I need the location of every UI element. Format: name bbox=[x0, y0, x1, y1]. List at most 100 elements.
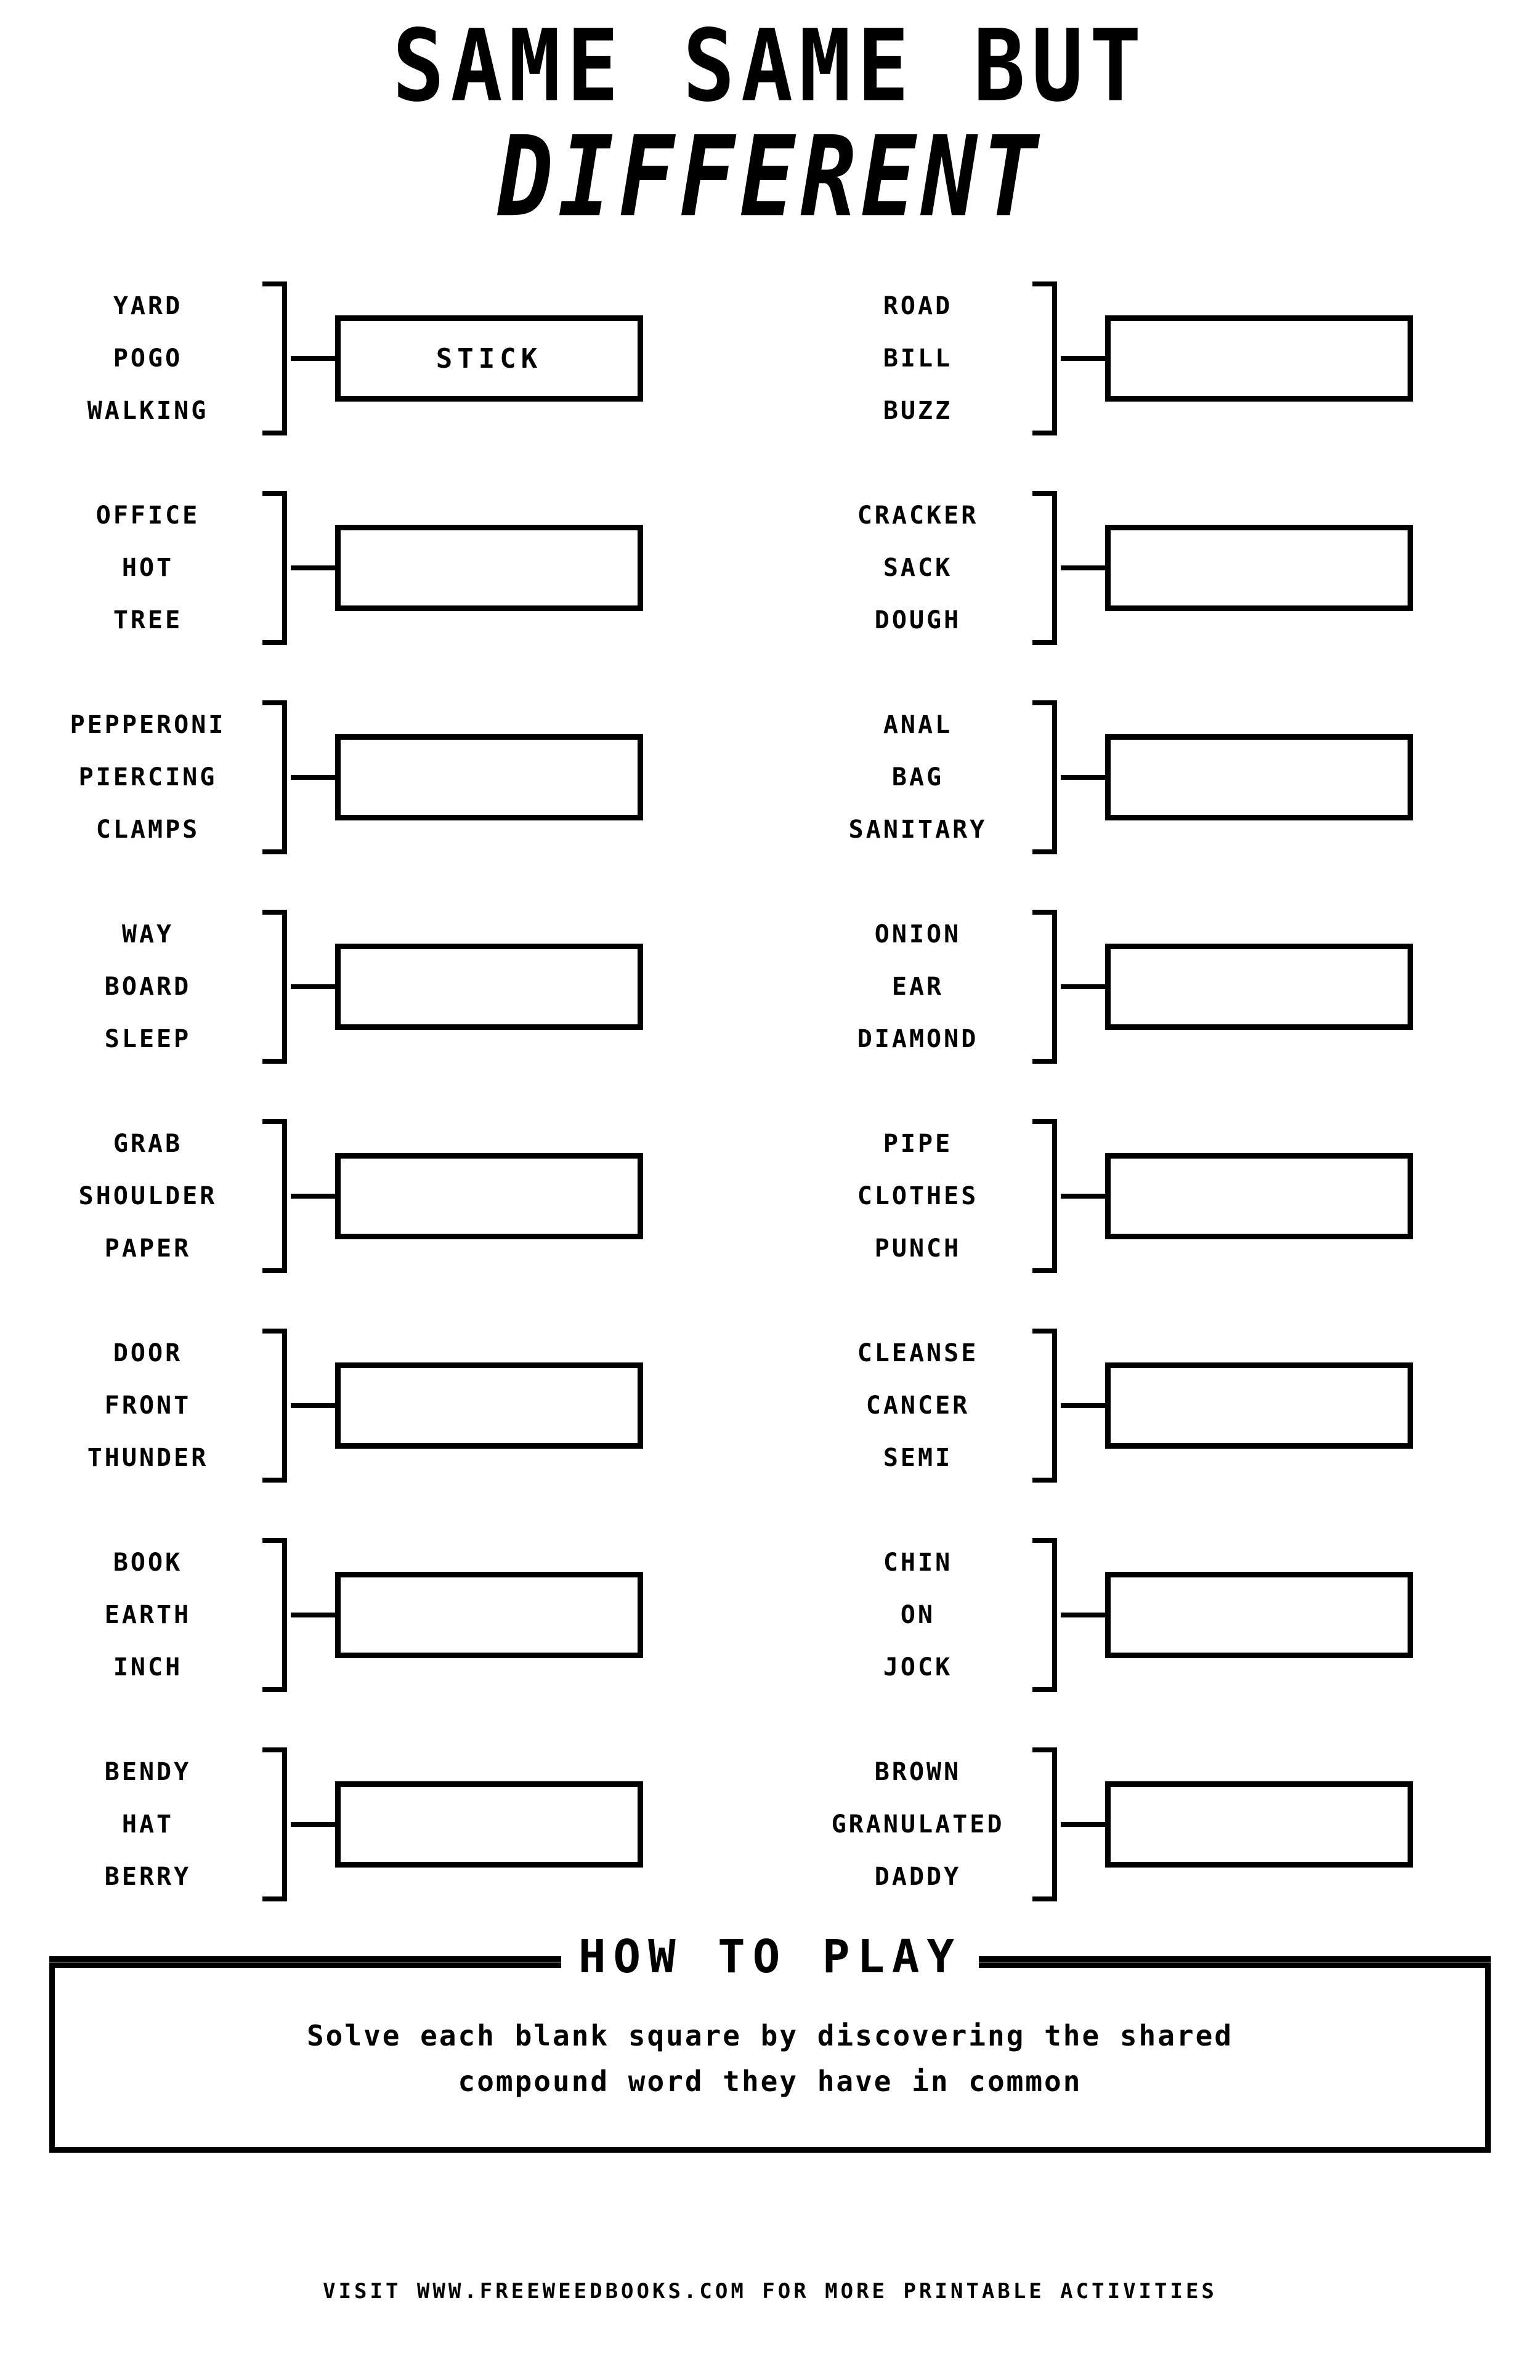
brace-vertical bbox=[1052, 1119, 1057, 1273]
clue-word: EAR bbox=[891, 972, 944, 1001]
clue-word: CLAMPS bbox=[95, 815, 200, 844]
clue-word: CLOTHES bbox=[857, 1181, 979, 1210]
clue-word: ONION bbox=[874, 920, 962, 949]
clue-word: BOOK bbox=[113, 1548, 183, 1577]
clue-word: HAT bbox=[121, 1810, 174, 1839]
brace-bracket bbox=[1032, 281, 1061, 435]
answer-box[interactable] bbox=[1105, 944, 1413, 1030]
brace-vertical bbox=[282, 1747, 287, 1901]
connector-line bbox=[1061, 775, 1105, 780]
connector-line bbox=[1061, 984, 1105, 989]
answer-box[interactable] bbox=[1105, 315, 1413, 402]
brace-vertical bbox=[1052, 910, 1057, 1064]
clue-word: SHOULDER bbox=[78, 1181, 217, 1210]
connector-line bbox=[1061, 356, 1105, 361]
answer-box[interactable] bbox=[1105, 1572, 1413, 1658]
answer-box[interactable] bbox=[335, 525, 643, 611]
clue-word: BAG bbox=[891, 763, 944, 791]
answer-box[interactable] bbox=[335, 1153, 643, 1239]
brace-bracket bbox=[1032, 1747, 1061, 1901]
brace-bracket bbox=[262, 700, 291, 854]
title-line-1: SAME SAME BUT bbox=[392, 9, 1148, 124]
brace-bracket bbox=[1032, 491, 1061, 645]
clue-word: SEMI bbox=[883, 1443, 953, 1472]
clue-word: OFFICE bbox=[95, 501, 200, 530]
brace-vertical bbox=[1052, 1538, 1057, 1692]
rule-right bbox=[979, 1956, 1491, 1962]
clue-word: BENDY bbox=[104, 1757, 192, 1786]
answer-box[interactable] bbox=[335, 1362, 643, 1449]
answer-box[interactable] bbox=[335, 944, 643, 1030]
clue-word: ROAD bbox=[883, 291, 953, 320]
connector-line bbox=[1061, 1403, 1105, 1408]
answer-box[interactable] bbox=[335, 1572, 643, 1658]
clue-word: TREE bbox=[113, 605, 183, 634]
clue-word: THUNDER bbox=[87, 1443, 209, 1472]
connector-line bbox=[1061, 1613, 1105, 1617]
how-to-play-heading-row: HOW TO PLAY bbox=[49, 1934, 1491, 1980]
brace-vertical bbox=[282, 1538, 287, 1692]
brace-vertical bbox=[1052, 491, 1057, 645]
how-to-play-box: Solve each blank square by discovering t… bbox=[49, 1962, 1491, 2153]
how-to-play-section: HOW TO PLAY Solve each blank square by d… bbox=[49, 1934, 1491, 2153]
answer-box[interactable] bbox=[335, 734, 643, 820]
puzzle-item: OFFICE HOT TREE bbox=[0, 463, 770, 673]
clue-word: HOT bbox=[121, 553, 174, 582]
answer-box[interactable] bbox=[1105, 1781, 1413, 1868]
answer-box[interactable] bbox=[1105, 1362, 1413, 1449]
connector-line bbox=[291, 984, 335, 989]
how-to-play-heading: HOW TO PLAY bbox=[561, 1934, 979, 1980]
brace-vertical bbox=[1052, 1329, 1057, 1483]
answer-box[interactable] bbox=[335, 1781, 643, 1868]
brace-bracket bbox=[262, 491, 291, 645]
answer-box[interactable]: STICK bbox=[335, 315, 643, 402]
answer-box[interactable] bbox=[1105, 525, 1413, 611]
clue-word: PUNCH bbox=[874, 1234, 962, 1263]
clue-word: YARD bbox=[113, 291, 183, 320]
how-to-play-line-2: compound word they have in common bbox=[458, 2064, 1082, 2098]
brace-bracket bbox=[1032, 1329, 1061, 1483]
brace-vertical bbox=[282, 281, 287, 435]
brace-bracket bbox=[262, 1329, 291, 1483]
clue-word: ANAL bbox=[883, 710, 953, 739]
brace-vertical bbox=[1052, 1747, 1057, 1901]
clue-word: BROWN bbox=[874, 1757, 962, 1786]
connector-line bbox=[1061, 565, 1105, 570]
answer-box[interactable] bbox=[1105, 1153, 1413, 1239]
answer-box[interactable] bbox=[1105, 734, 1413, 820]
brace-bracket bbox=[262, 910, 291, 1064]
brace-vertical bbox=[1052, 700, 1057, 854]
clue-word: POGO bbox=[113, 344, 183, 373]
how-to-play-line-1: Solve each blank square by discovering t… bbox=[306, 2019, 1234, 2052]
clue-word: ON bbox=[900, 1600, 936, 1629]
connector-line bbox=[291, 1822, 335, 1827]
brace-bracket bbox=[262, 281, 291, 435]
connector-line bbox=[291, 1403, 335, 1408]
brace-vertical bbox=[282, 910, 287, 1064]
brace-vertical bbox=[282, 491, 287, 645]
clue-word: GRAB bbox=[113, 1129, 183, 1158]
